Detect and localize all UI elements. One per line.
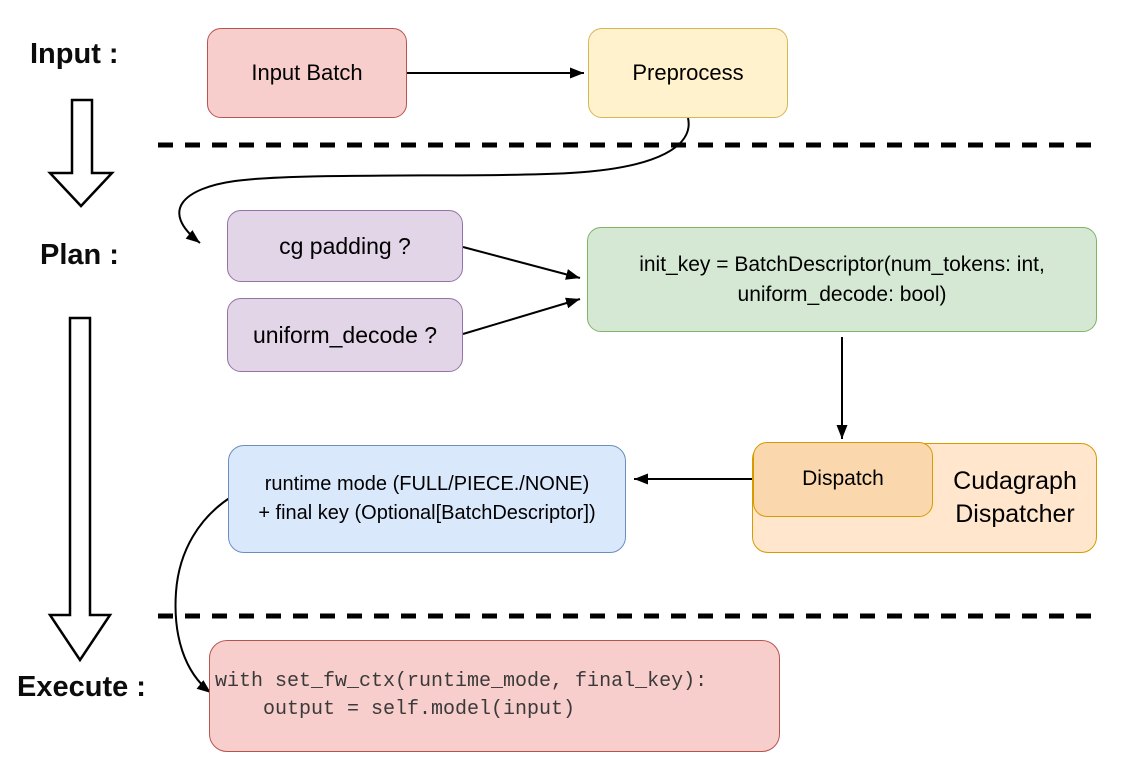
node-init-key-line2: uniform_decode: bool) (737, 282, 947, 306)
stage-label-execute: Execute : (17, 671, 146, 703)
arrow-uniform-decode-to-init-key (462, 297, 581, 335)
node-cg-padding-label: cg padding ? (279, 232, 411, 259)
node-cg-padding: cg padding ? (227, 210, 463, 282)
exec-code-line1: with set_fw_ctx(runtime_mode, final_key)… (215, 670, 708, 693)
node-dispatch-label: Dispatch (802, 467, 884, 491)
node-preprocess: Preprocess (588, 28, 788, 118)
node-uniform-decode-label: uniform_decode ? (252, 321, 438, 348)
stage-arrow-input-to-plan-icon (47, 98, 115, 208)
node-uniform-decode: uniform_decode ? (227, 298, 463, 372)
node-runtime-mode: runtime mode (FULL/PIECE./NONE) + final … (228, 445, 626, 553)
node-input-batch-label: Input Batch (251, 60, 363, 86)
node-exec-code: with set_fw_ctx(runtime_mode, final_key)… (209, 640, 780, 752)
cudagraph-dispatcher-label: Cudagraph Dispatcher (933, 443, 1097, 553)
stage-label-input: Input : (30, 38, 119, 70)
stage-label-plan: Plan : (40, 239, 119, 271)
exec-code-line2: output = self.model(input) (215, 698, 576, 721)
cudagraph-dispatcher-line1: Cudagraph (953, 467, 1077, 495)
node-runtime-mode-line2: + final key (Optional[BatchDescriptor]) (258, 502, 596, 524)
node-runtime-mode-line1: runtime mode (FULL/PIECE./NONE) (264, 473, 590, 495)
node-dispatch: Dispatch (753, 442, 933, 517)
node-preprocess-label: Preprocess (632, 60, 744, 86)
node-init-key-line1: init_key = BatchDescriptor(num_tokens: i… (639, 252, 1045, 276)
cudagraph-dispatcher-line2: Dispatcher (955, 500, 1075, 528)
arrow-cg-padding-to-init-key (462, 246, 581, 280)
node-input-batch: Input Batch (207, 28, 407, 118)
node-init-key: init_key = BatchDescriptor(num_tokens: i… (587, 227, 1097, 332)
stage-arrow-plan-to-execute-icon (47, 316, 113, 663)
